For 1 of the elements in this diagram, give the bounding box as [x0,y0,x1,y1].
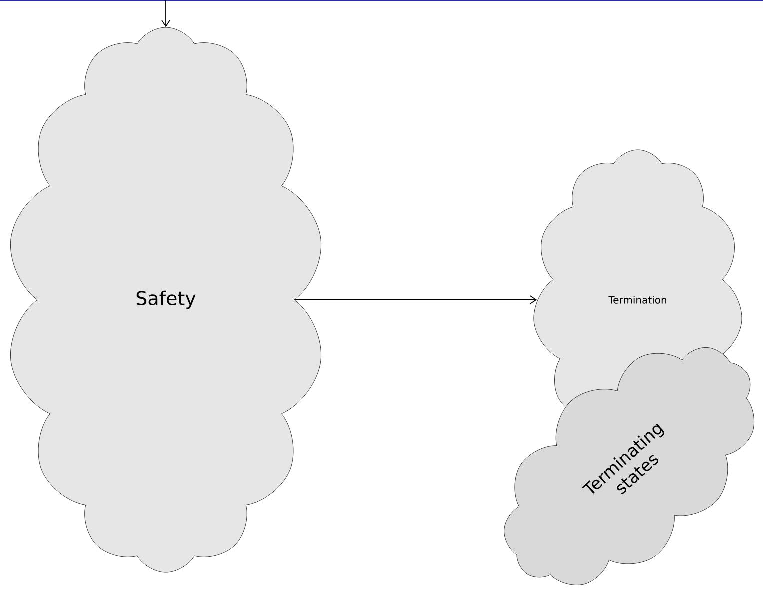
arrow [162,0,170,28]
